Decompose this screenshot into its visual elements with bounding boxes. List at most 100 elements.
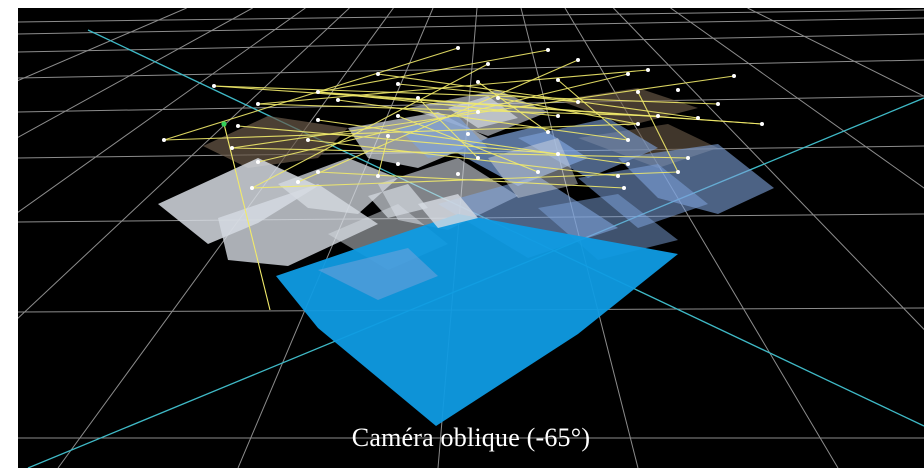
waypoint	[230, 146, 234, 150]
path-segment	[337, 99, 629, 141]
waypoint	[626, 162, 630, 166]
path-segment	[397, 115, 539, 173]
camera-caption: Caméra oblique (-65°)	[351, 423, 591, 452]
path-segment	[497, 97, 639, 125]
path-segment	[397, 83, 579, 103]
waypoint	[306, 138, 310, 142]
waypoint	[256, 160, 260, 164]
flight-path	[163, 47, 763, 311]
grid-line	[18, 59, 924, 79]
path-segment	[231, 75, 735, 149]
grid-line	[18, 8, 306, 213]
waypoint	[476, 80, 480, 84]
waypoint	[760, 122, 764, 126]
path-segment	[417, 97, 479, 159]
panel-stack	[158, 88, 774, 426]
waypoint	[386, 134, 390, 138]
waypoint	[376, 174, 380, 178]
waypoint	[236, 124, 240, 128]
waypoint	[626, 138, 630, 142]
waypoint	[296, 180, 300, 184]
panel	[158, 158, 318, 244]
waypoint	[476, 156, 480, 160]
panel	[318, 248, 438, 300]
waypoint	[646, 68, 650, 72]
waypoint	[636, 90, 640, 94]
grid-line	[18, 9, 924, 23]
grid-line	[564, 8, 839, 468]
waypoints	[162, 46, 764, 190]
waypoint	[396, 162, 400, 166]
waypoint	[456, 46, 460, 50]
grid-line	[18, 8, 253, 138]
path-segment	[307, 139, 619, 177]
path-segment	[317, 119, 629, 165]
path-segment	[223, 123, 271, 311]
panel	[398, 116, 488, 158]
waypoint	[696, 116, 700, 120]
waypoint	[376, 72, 380, 76]
waypoint	[316, 170, 320, 174]
waypoint	[416, 96, 420, 100]
waypoint	[316, 118, 320, 122]
waypoint	[626, 72, 630, 76]
3d-viewport[interactable]: Caméra oblique (-65°)	[18, 8, 924, 468]
waypoint	[676, 170, 680, 174]
waypoint	[576, 58, 580, 62]
waypoint	[536, 170, 540, 174]
path-segment	[317, 171, 625, 189]
grid-line	[18, 8, 350, 319]
waypoint	[496, 96, 500, 100]
waypoint	[576, 100, 580, 104]
grid-line	[613, 8, 924, 331]
waypoint	[546, 48, 550, 52]
path-segment	[377, 73, 699, 119]
waypoint	[546, 130, 550, 134]
path-segment	[557, 79, 629, 141]
path-segment	[163, 47, 459, 141]
path-segment	[213, 85, 763, 125]
waypoint	[336, 98, 340, 102]
path-segment	[257, 103, 659, 117]
path-segment	[297, 59, 579, 183]
path-segment	[317, 91, 559, 117]
grid-line	[747, 8, 924, 97]
waypoint	[732, 74, 736, 78]
path-segment	[213, 85, 719, 105]
path-segment	[477, 81, 549, 133]
panel	[578, 164, 708, 228]
scene-canvas[interactable]	[18, 8, 924, 468]
waypoint	[486, 62, 490, 66]
waypoint	[556, 78, 560, 82]
waypoint	[686, 156, 690, 160]
waypoint	[556, 114, 560, 118]
path-segment	[237, 125, 559, 155]
grid-line	[18, 33, 924, 53]
path-segment	[257, 73, 629, 163]
panel	[538, 194, 678, 260]
waypoint	[316, 90, 320, 94]
waypoint	[656, 114, 660, 118]
waypoint	[396, 114, 400, 118]
path-segment	[637, 91, 679, 173]
waypoint	[622, 186, 626, 190]
start-waypoint	[221, 121, 227, 127]
panel	[278, 158, 398, 214]
panel	[368, 184, 428, 218]
panel	[558, 88, 698, 126]
waypoint	[476, 110, 480, 114]
waypoint	[466, 132, 470, 136]
waypoint	[616, 174, 620, 178]
waypoint	[250, 186, 254, 190]
path-segment	[317, 49, 549, 93]
waypoint	[636, 122, 640, 126]
waypoint	[456, 172, 460, 176]
path-segment	[377, 135, 389, 177]
path-segment	[251, 63, 489, 189]
waypoint	[396, 82, 400, 86]
path-segment	[257, 69, 649, 105]
waypoint	[162, 138, 166, 142]
waypoint	[556, 152, 560, 156]
panel	[276, 214, 678, 426]
grid-line	[670, 8, 924, 189]
